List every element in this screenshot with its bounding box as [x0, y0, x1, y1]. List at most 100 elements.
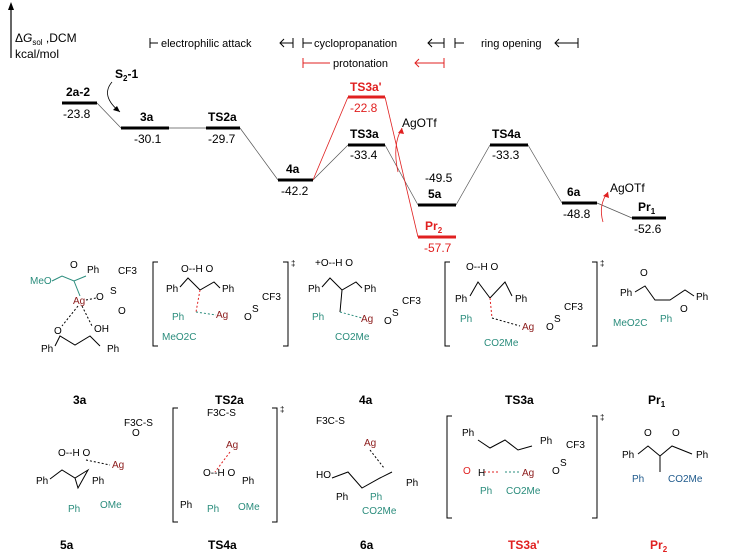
svg-text:Ph: Ph [540, 436, 552, 447]
svg-text:Ph: Ph [660, 314, 672, 325]
structure-4a: +O--H O Ph Ph Ph Ag O S CF3 CO2Me 4a [308, 258, 421, 407]
level-energy-5a: -49.5 [425, 171, 453, 185]
svg-text:MeO2C: MeO2C [162, 332, 196, 343]
y-axis-label-quantity: ΔGsol ,DCM [15, 31, 77, 47]
svg-text:Ag: Ag [522, 468, 534, 479]
svg-text:O: O [546, 322, 554, 333]
svg-text:Ph: Ph [696, 292, 708, 303]
svg-text:HO: HO [316, 470, 331, 481]
svg-text:CF3: CF3 [262, 292, 281, 303]
svg-text:Ph: Ph [180, 500, 192, 511]
structure-label-ts4a: TS4a [208, 538, 237, 552]
level-name-ts4a: TS4a [492, 127, 521, 141]
svg-text:Ph: Ph [242, 476, 254, 487]
level-name-pr2: Pr2 [425, 219, 443, 235]
level-energy-ts3a-prime: -22.8 [350, 101, 378, 115]
svg-text:CF3: CF3 [402, 296, 421, 307]
svg-text:S: S [110, 286, 117, 297]
phase-ring-opening: ring opening [454, 38, 579, 50]
svg-text:O: O [680, 304, 688, 315]
svg-text:O: O [244, 312, 252, 323]
level-name-6a: 6a [567, 185, 581, 199]
svg-text:Ph: Ph [107, 344, 119, 355]
svg-text:O: O [54, 326, 62, 337]
structure-5a: O--H O Ph Ph Ag O F3C-S Ph OMe 5a [36, 418, 153, 552]
svg-text:Ph: Ph [696, 450, 708, 461]
svg-text:O: O [463, 466, 471, 477]
svg-text:CO2Me: CO2Me [484, 338, 519, 349]
svg-text:O--H O: O--H O [181, 264, 213, 275]
svg-text:Ph: Ph [308, 284, 320, 295]
svg-text:Ph: Ph [41, 344, 53, 355]
level-energy-2a-2: -23.8 [63, 107, 91, 121]
svg-text:Ph: Ph [460, 314, 472, 325]
level-energy-ts3a: -33.4 [350, 148, 378, 162]
svg-text:CO2Me: CO2Me [362, 506, 397, 517]
svg-text:OH: OH [94, 324, 109, 335]
svg-text:S: S [560, 458, 567, 469]
svg-text:Ph: Ph [455, 294, 467, 305]
svg-text:Ph: Ph [166, 284, 178, 295]
svg-text:Ph: Ph [364, 284, 376, 295]
svg-text:O: O [384, 316, 392, 327]
structure-label-ts2a: TS2a [215, 393, 244, 407]
structure-label-ts3a-prime: TS3a' [508, 538, 540, 552]
svg-text:Ph: Ph [207, 504, 219, 515]
svg-text:Ag: Ag [112, 460, 124, 471]
level-name-2a-2: 2a-2 [66, 85, 90, 99]
structure-label-6a: 6a [360, 538, 374, 552]
level-name-ts2a: TS2a [208, 110, 237, 124]
reagent-agotf-1: AgOTf [402, 116, 437, 130]
svg-text:+O--H O: +O--H O [315, 258, 353, 269]
svg-text:Ph: Ph [336, 492, 348, 503]
svg-text:OMe: OMe [238, 502, 260, 513]
structure-ts3a-prime: ‡ Ph Ph O H Ag O S CF3 Ph CO2Me TS3a' [446, 413, 604, 552]
structure-label-3a: 3a [73, 393, 87, 407]
structure-label-pr1: Pr1 [648, 393, 666, 409]
svg-text:O: O [118, 306, 126, 317]
svg-text:CO2Me: CO2Me [335, 332, 370, 343]
svg-text:‡: ‡ [600, 259, 604, 268]
svg-text:Ag: Ag [361, 314, 373, 325]
svg-text:‡: ‡ [280, 405, 284, 414]
level-energy-6a: -48.8 [563, 207, 591, 221]
svg-text:Ag: Ag [216, 310, 228, 321]
level-name-ts3a: TS3a [350, 127, 379, 141]
pathway-connectors [96, 102, 633, 219]
svg-text:Ag: Ag [226, 440, 238, 451]
protonation-connectors [312, 96, 419, 238]
level-name-pr1: Pr1 [638, 200, 656, 216]
svg-text:F3C-S: F3C-S [124, 418, 153, 429]
svg-text:Ag: Ag [73, 296, 85, 307]
structure-label-ts3a: TS3a [505, 393, 534, 407]
svg-text:O: O [672, 428, 680, 439]
structure-pr1: Ph Ph O O MeO2C Ph Pr1 [613, 268, 708, 409]
reagent-s2-1: S2-1 [115, 67, 138, 83]
svg-text:O: O [70, 260, 78, 271]
level-energy-3a: -30.1 [134, 132, 162, 146]
structure-6a: F3C-S Ag HO Ph Ph Ph CO2Me 6a [316, 416, 418, 552]
svg-text:MeO: MeO [30, 276, 52, 287]
svg-text:S: S [392, 308, 399, 319]
phase-label-cyclopropanation: cyclopropanation [314, 38, 397, 50]
structure-ts3a: ‡ O--H O Ph Ph Ph Ag O S CF3 CO2Me TS3a [444, 259, 604, 407]
svg-text:CF3: CF3 [566, 440, 585, 451]
phase-protonation: protonation [302, 58, 445, 70]
svg-text:Ph: Ph [462, 428, 474, 439]
svg-text:Ag: Ag [364, 438, 376, 449]
svg-text:Ph: Ph [222, 284, 234, 295]
y-axis-arrowhead [8, 2, 14, 10]
y-axis-label-unit: kcal/mol [15, 47, 59, 61]
svg-text:F3C-S: F3C-S [207, 408, 236, 419]
svg-text:CF3: CF3 [118, 266, 137, 277]
svg-text:Ph: Ph [515, 294, 527, 305]
level-energy-4a: -42.2 [281, 184, 309, 198]
svg-text:Ph: Ph [92, 476, 104, 487]
svg-text:Ph: Ph [36, 476, 48, 487]
structure-label-pr2: Pr2 [650, 538, 668, 554]
svg-text:O: O [552, 466, 560, 477]
structure-ts2a: ‡ O--H O Ph Ph Ph Ag O S CF3 MeO2C TS2a [152, 259, 295, 407]
svg-text:‡: ‡ [291, 259, 295, 268]
level-energy-ts4a: -33.3 [492, 148, 520, 162]
